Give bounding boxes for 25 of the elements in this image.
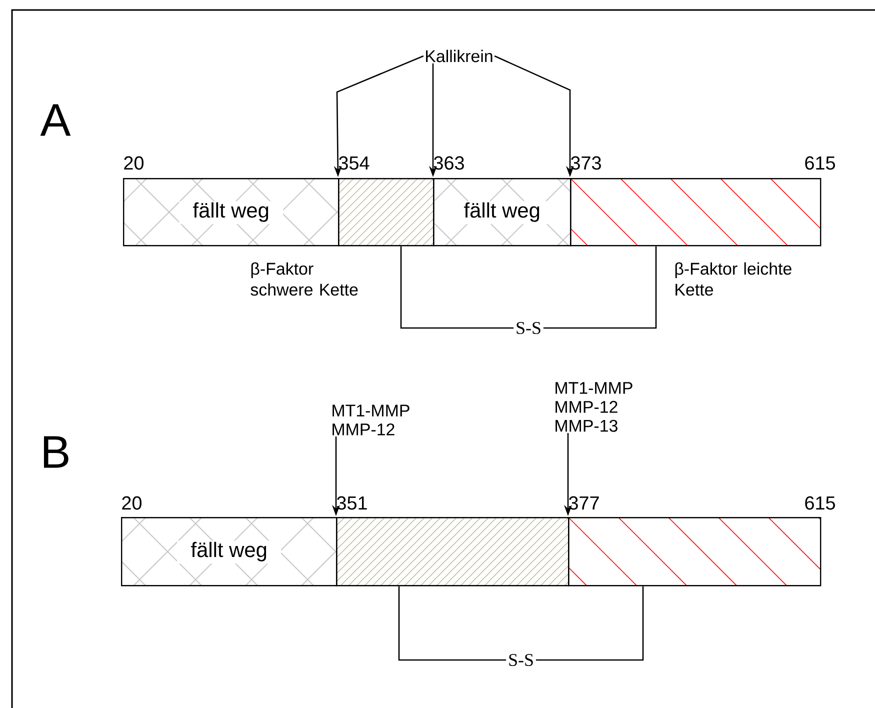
chain-label: β-Faktor schwere Kette	[250, 262, 358, 296]
position-number: 377	[568, 496, 599, 510]
segment-box	[570, 178, 822, 246]
segment-box	[338, 178, 434, 246]
position-number: 615	[805, 156, 835, 170]
position-number: 354	[338, 156, 370, 170]
edge-label: S-S	[514, 320, 544, 336]
edge-label: S-S	[506, 652, 536, 668]
segment-box	[336, 517, 570, 586]
segment-box: fällt weg	[123, 178, 340, 246]
panel-letter: A	[40, 104, 71, 136]
position-number: 615	[805, 496, 835, 510]
enzyme-label: MT1-MMP MMP-12	[332, 404, 410, 436]
panel-letter: B	[44, 436, 68, 468]
chain-label: β-Faktor leichte Kette	[675, 262, 792, 296]
disulfide-bracket	[398, 586, 644, 661]
segment-box	[568, 517, 822, 586]
position-number: 351	[336, 496, 367, 510]
segment-box: fällt weg	[433, 178, 572, 246]
segment-box: fällt weg	[121, 517, 338, 586]
enzyme-label: Kallikrein	[426, 50, 492, 62]
disulfide-bracket	[400, 246, 657, 329]
enzyme-label: MT1-MMP MMP-12 MMP-13	[556, 382, 632, 432]
position-number: 363	[434, 156, 464, 170]
position-number: 373	[570, 156, 601, 170]
